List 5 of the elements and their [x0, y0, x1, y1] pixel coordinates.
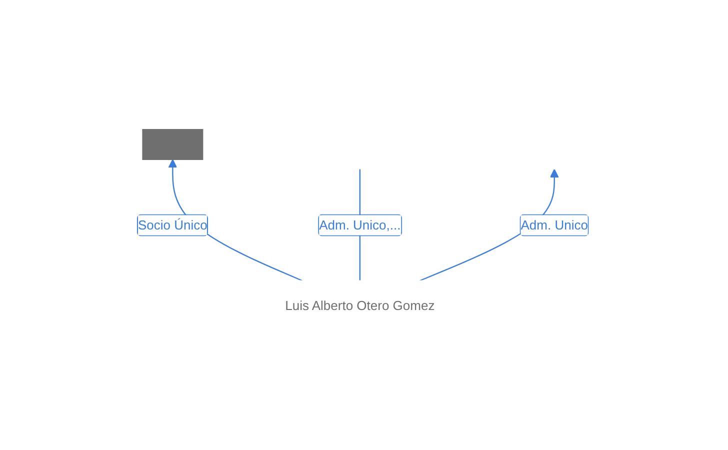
- edge-label: Adm. Unico,...: [318, 217, 400, 232]
- node-building: [142, 129, 203, 160]
- edge-label: Adm. Unico: [520, 217, 588, 232]
- edge-label: Socio Único: [138, 217, 208, 232]
- node-text: Luis Alberto Otero Gomez: [284, 298, 434, 313]
